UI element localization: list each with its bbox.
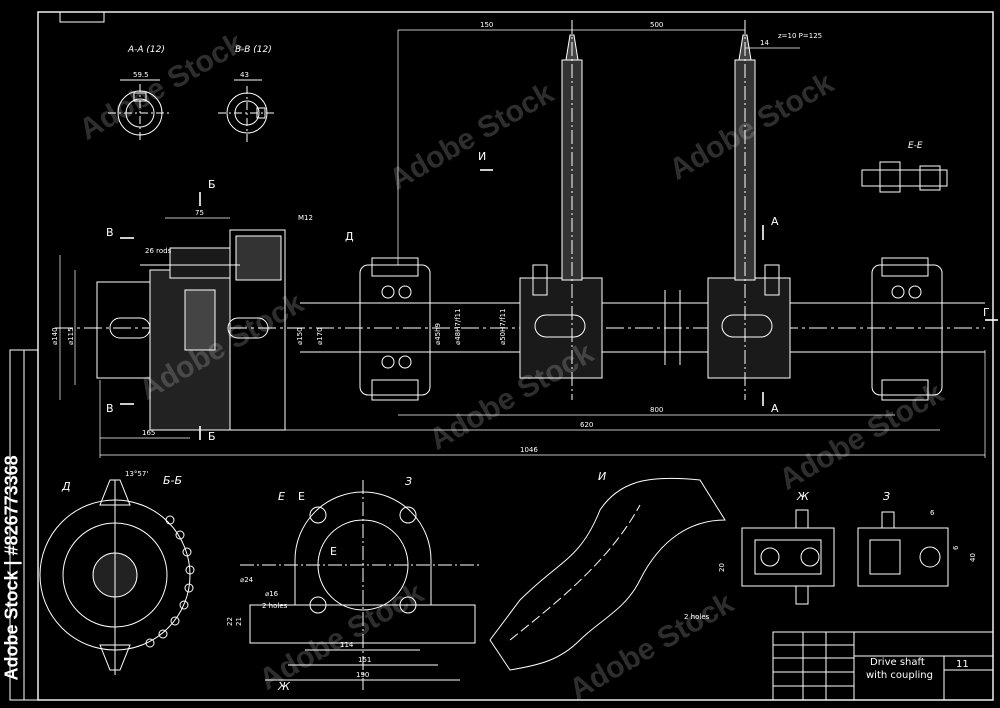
chain-rollers (145, 515, 195, 648)
dim-151: 151 (358, 656, 371, 664)
view-zh (741, 509, 835, 605)
label-i-view: И (598, 470, 606, 483)
dim-m12: M12 (298, 214, 313, 222)
cutting-labels: Б Б В В Д И A A Г Е Е (106, 150, 990, 558)
dimension-values: 150 500 14 z=10 P=125 800 620 1046 165 7… (51, 21, 977, 679)
dim-14: 14 (760, 39, 769, 47)
title-line-1: Drive shaft (870, 657, 925, 668)
label-z-view: З (883, 490, 890, 503)
sprocket-left (519, 20, 603, 400)
section-aa (108, 79, 172, 142)
label-ee: E-E (908, 141, 923, 151)
mark-b-top: Б (208, 178, 216, 191)
dimension-lines (59, 29, 986, 458)
mark-e-1: Е (298, 490, 305, 503)
section-bb (218, 79, 276, 142)
dim-26rods: 26 rods (145, 247, 172, 255)
label-bb: B-B (12) (235, 45, 272, 55)
label-e-view: Е (278, 490, 285, 503)
dim-22: 22 (226, 617, 234, 626)
mark-e-2: Е (330, 545, 337, 558)
dim-phi16: ⌀16 (265, 590, 279, 598)
cutting-marks (120, 169, 998, 440)
bearing-left (359, 257, 431, 401)
dim-800: 800 (650, 406, 663, 414)
dim-620: 620 (580, 421, 593, 429)
dim-500: 500 (650, 21, 663, 29)
dim-75: 75 (195, 209, 204, 217)
label-z-top: З (405, 475, 412, 488)
dim-114: 114 (340, 641, 354, 649)
dim-43: 43 (240, 71, 249, 79)
dim-6a: 6 (930, 509, 935, 517)
label-zh-bottom: Ж (277, 680, 291, 693)
section-ee (861, 161, 948, 193)
tooth-profile (489, 477, 726, 671)
title-block (772, 631, 994, 701)
mark-v-bottom: В (106, 402, 114, 415)
bearing-right (871, 257, 943, 401)
housing-front (240, 480, 480, 690)
mark-d: Д (345, 230, 354, 243)
dim-fit2: ⌀45h9 (434, 323, 442, 345)
coupling (96, 229, 286, 431)
dim-6b: 6 (952, 545, 960, 550)
dim-150: 150 (480, 21, 493, 29)
dim-holes-a: 2 holes (262, 602, 288, 610)
mark-i: И (478, 150, 486, 163)
dim-phi140: ⌀140 (51, 327, 59, 345)
sprocket-right (707, 20, 791, 400)
dim-phi115: ⌀115 (67, 327, 75, 345)
dim-595: 59.5 (133, 71, 149, 79)
dim-phi150: ⌀150 (296, 327, 304, 345)
dim-40: 40 (969, 553, 977, 562)
dim-1046: 1046 (520, 446, 538, 454)
mark-g: Г (983, 306, 990, 319)
dim-phi24: ⌀24 (240, 576, 254, 584)
shaft (300, 290, 985, 365)
label-bb-view: Б-Б (163, 474, 182, 487)
mark-a-top: A (771, 215, 779, 228)
dim-21: 21 (235, 617, 243, 626)
stock-id: Adobe Stock | #826773368 (1, 455, 22, 681)
dim-fit1: ⌀50H7/f11 (499, 308, 507, 345)
mark-a-bottom: A (771, 402, 779, 415)
dim-holes-b: 2 holes (684, 613, 710, 621)
view-d (39, 479, 195, 675)
title-line-2: with coupling (866, 670, 933, 681)
dim-190: 190 (356, 671, 369, 679)
dim-165: 165 (142, 429, 155, 437)
dim-phi170: ⌀170 (316, 327, 324, 345)
dim-angle: 13°57' (125, 470, 148, 478)
dim-fit3: ⌀48H7/f11 (454, 308, 462, 345)
mark-v-top: В (106, 226, 114, 239)
label-aa: A-A (12) (127, 45, 165, 55)
dim-zp: z=10 P=125 (778, 32, 822, 40)
sheet-number: 11 (956, 659, 969, 670)
mark-b-bottom: Б (208, 430, 216, 443)
view-z (857, 511, 949, 587)
label-zh-view: Ж (796, 490, 810, 503)
label-d-view: Д (61, 480, 71, 493)
section-titles: A-A (12) B-B (12) E-E Д Б-Б Е З И Ж З Ж (61, 45, 923, 693)
dim-20: 20 (718, 563, 726, 572)
